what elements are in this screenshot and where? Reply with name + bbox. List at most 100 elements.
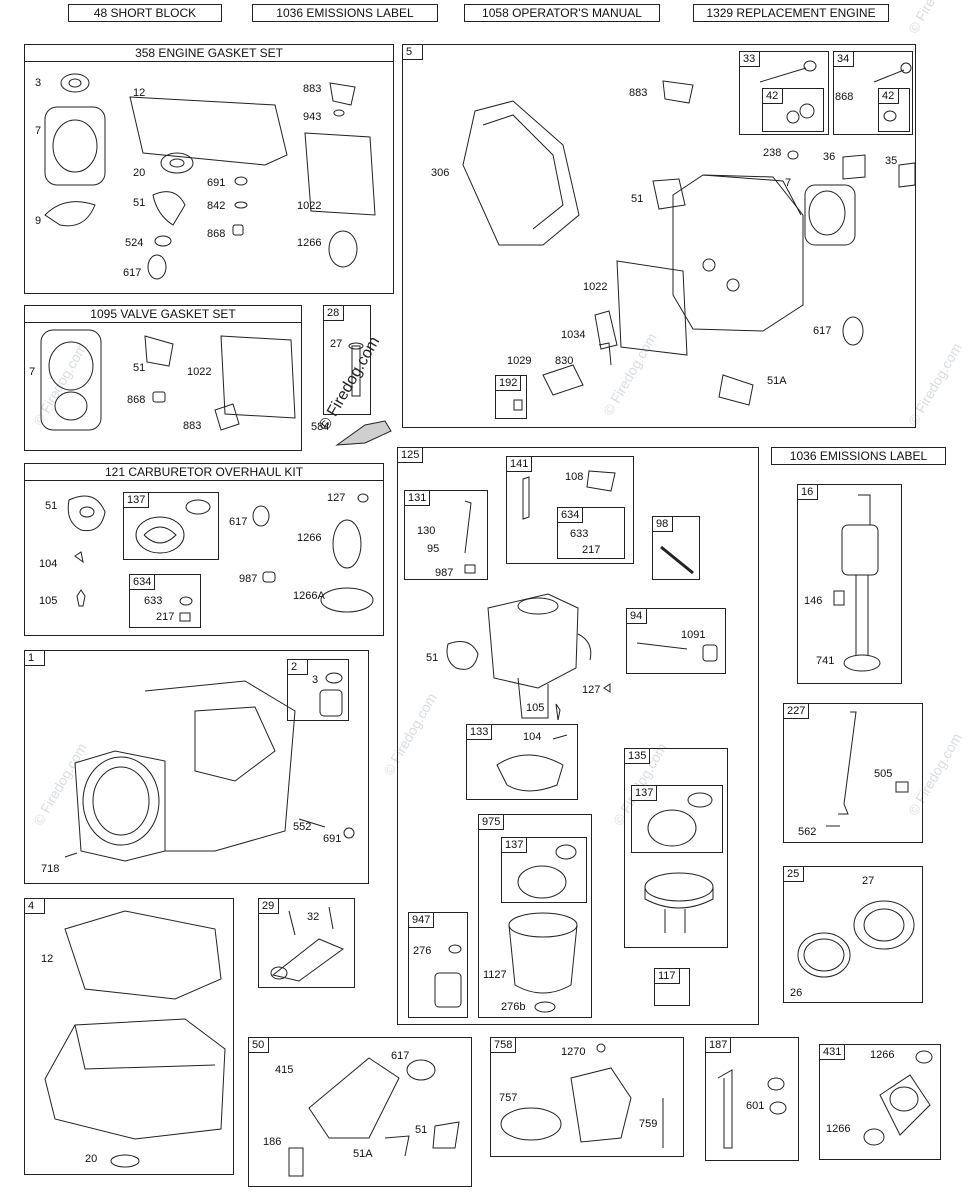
part-number[interactable]: 601 — [746, 1100, 765, 1112]
valve-gasket-set-panel[interactable]: 1095 VALVE GASKET SET 7 51 1022 868 883 — [24, 305, 302, 451]
part-number[interactable]: 9 — [35, 215, 42, 227]
part-number[interactable]: 1266 — [297, 237, 322, 249]
subkit-135[interactable]: 135 137 — [624, 748, 728, 948]
part-number[interactable]: 20 — [85, 1153, 98, 1165]
part-number[interactable]: 1266 — [870, 1049, 895, 1061]
part-number[interactable]: 552 — [293, 821, 312, 833]
part-number[interactable]: 105 — [39, 595, 58, 607]
part-758-panel[interactable]: 758 1270 757 759 — [490, 1037, 684, 1157]
subkit-33[interactable]: 33 42 — [739, 51, 829, 135]
part-number[interactable]: 633 — [570, 528, 589, 540]
part-number[interactable]: 35 — [885, 155, 898, 167]
part-number[interactable]: 20 — [133, 167, 146, 179]
part-number[interactable]: 32 — [307, 911, 320, 923]
replacement-engine-button[interactable]: 1329 REPLACEMENT ENGINE — [693, 4, 889, 22]
part-number[interactable]: 51 — [631, 193, 644, 205]
subkit-98[interactable]: 98 — [652, 516, 700, 580]
part-number[interactable]: 51 — [426, 652, 439, 664]
part-number[interactable]: 276b — [501, 1001, 526, 1013]
cylinder-head-panel[interactable]: 5 883 868 306 238 36 35 7 51 1022 1034 6… — [402, 44, 916, 428]
part-number[interactable]: 868 — [835, 91, 854, 103]
part-number[interactable]: 757 — [499, 1092, 518, 1104]
engine-gasket-set-panel[interactable]: 358 ENGINE GASKET SET 3 12 883 943 7 20 … — [24, 44, 394, 294]
part-number[interactable]: 217 — [156, 611, 175, 623]
part-number[interactable]: 1266A — [293, 590, 325, 602]
part-number[interactable]: 1022 — [297, 200, 322, 212]
part-number[interactable]: 987 — [239, 573, 258, 585]
part-431-panel[interactable]: 431 1266 1266 — [819, 1044, 941, 1160]
part-number[interactable]: 987 — [435, 567, 454, 579]
part-number[interactable]: 842 — [207, 200, 226, 212]
subkit-192[interactable]: 192 — [495, 375, 527, 419]
sump-panel[interactable]: 4 12 20 — [24, 898, 234, 1175]
part-number[interactable]: 105 — [526, 702, 545, 714]
subkit-137[interactable]: 137 — [123, 492, 219, 560]
part-number[interactable]: 27 — [862, 875, 875, 887]
part-number[interactable]: 130 — [417, 525, 436, 537]
part-number[interactable]: 868 — [207, 228, 226, 240]
part-number[interactable]: 27 — [330, 338, 343, 350]
subkit-137[interactable]: 137 — [501, 837, 587, 903]
part-number[interactable]: 1034 — [561, 329, 586, 341]
part-number[interactable]: 1022 — [583, 281, 608, 293]
part-number[interactable]: 51 — [415, 1124, 428, 1136]
part-number[interactable]: 95 — [427, 543, 440, 555]
part-number[interactable]: 104 — [523, 731, 542, 743]
subkit-947[interactable]: 947 276 — [408, 912, 468, 1018]
part-number[interactable]: 104 — [39, 558, 58, 570]
part-number[interactable]: 3 — [35, 77, 42, 89]
part-number[interactable]: 12 — [41, 953, 54, 965]
part-number[interactable]: 633 — [144, 595, 163, 607]
part-number[interactable]: 415 — [275, 1064, 294, 1076]
part-number[interactable]: 217 — [582, 544, 601, 556]
part-number[interactable]: 238 — [763, 147, 782, 159]
emissions-label-button[interactable]: 1036 EMISSIONS LABEL — [252, 4, 438, 22]
subkit-42[interactable]: 42 — [762, 88, 824, 132]
part-number[interactable]: 691 — [207, 177, 226, 189]
part-number[interactable]: 1270 — [561, 1046, 586, 1058]
part-number[interactable]: 883 — [629, 87, 648, 99]
part-number[interactable]: 7 — [35, 125, 42, 137]
part-number[interactable]: 127 — [327, 492, 346, 504]
part-number[interactable]: 830 — [555, 355, 574, 367]
part-number[interactable]: 562 — [798, 826, 817, 838]
subkit-634[interactable]: 634 633 217 — [129, 574, 201, 628]
part-number[interactable]: 505 — [874, 768, 893, 780]
part-number[interactable]: 7 — [785, 177, 792, 189]
subkit-141[interactable]: 141 108 634 633 217 — [506, 456, 634, 564]
part-number[interactable]: 868 — [127, 394, 146, 406]
part-number[interactable]: 617 — [391, 1050, 410, 1062]
crankshaft-panel[interactable]: 16 146 741 — [797, 484, 902, 684]
part-number[interactable]: 617 — [813, 325, 832, 337]
part-number[interactable]: 26 — [790, 987, 803, 999]
part-number[interactable]: 186 — [263, 1136, 282, 1148]
carburetor-panel[interactable]: 125 131 130 95 987 141 108 634 633 217 9… — [397, 447, 759, 1025]
part-number[interactable]: 943 — [303, 111, 322, 123]
connecting-rod-panel[interactable]: 29 32 — [258, 898, 355, 988]
emissions-label-button-2[interactable]: 1036 EMISSIONS LABEL — [771, 447, 946, 465]
part-number[interactable]: 883 — [183, 420, 202, 432]
part-number[interactable]: 1091 — [681, 629, 706, 641]
carburetor-kit-panel[interactable]: 121 CARBURETOR OVERHAUL KIT 51 127 617 1… — [24, 463, 384, 636]
subkit-634[interactable]: 634 633 217 — [557, 507, 625, 559]
part-number[interactable]: 691 — [323, 833, 342, 845]
part-number[interactable]: 108 — [565, 471, 584, 483]
part-number[interactable]: 759 — [639, 1118, 658, 1130]
operators-manual-button[interactable]: 1058 OPERATOR'S MANUAL — [464, 4, 660, 22]
part-number[interactable]: 1266 — [297, 532, 322, 544]
part-number[interactable]: 51 — [45, 500, 58, 512]
part-number[interactable]: 146 — [804, 595, 823, 607]
subkit-42[interactable]: 42 — [878, 88, 910, 132]
subkit-133[interactable]: 133 104 — [466, 724, 578, 800]
part-number[interactable]: 1022 — [187, 366, 212, 378]
part-number[interactable]: 7 — [29, 366, 36, 378]
part-number[interactable]: 51A — [353, 1148, 373, 1160]
part-187-panel[interactable]: 187 601 — [705, 1037, 799, 1161]
part-number[interactable]: 276 — [413, 945, 432, 957]
part-number[interactable]: 306 — [431, 167, 450, 179]
part-number[interactable]: 12 — [133, 87, 146, 99]
part-number[interactable]: 741 — [816, 655, 835, 667]
subkit-131[interactable]: 131 130 95 987 — [404, 490, 488, 580]
part-number[interactable]: 617 — [229, 516, 248, 528]
part-number[interactable]: 36 — [823, 151, 836, 163]
